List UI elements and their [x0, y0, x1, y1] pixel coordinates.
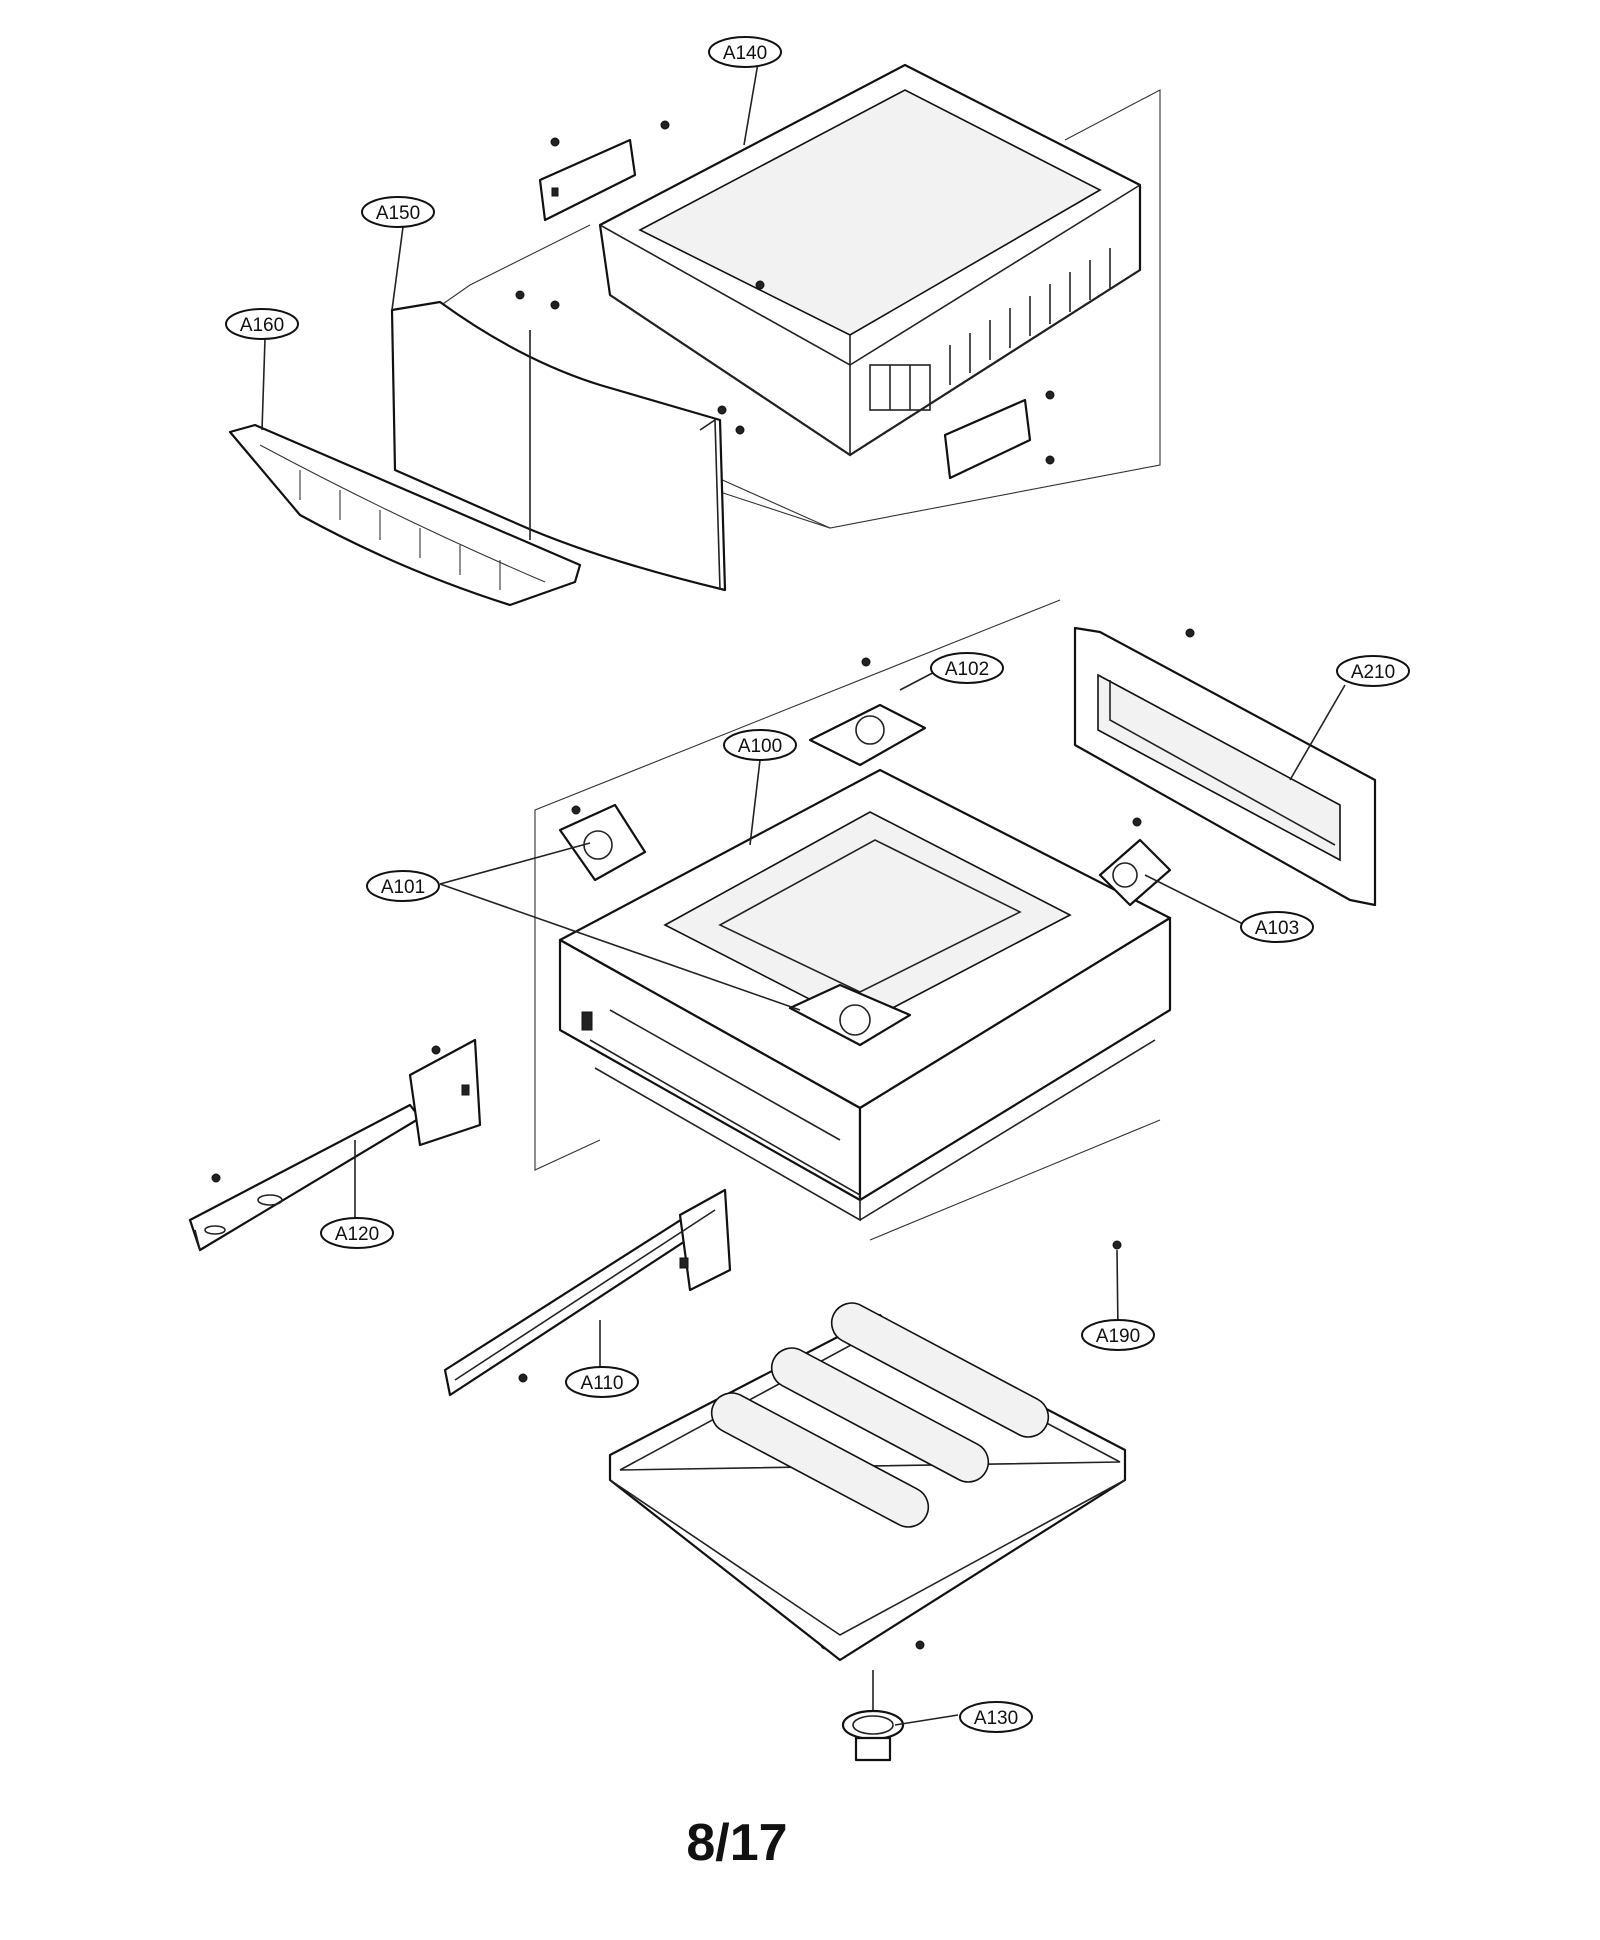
callout-a160: A160: [225, 308, 299, 340]
bracket-a101-center: [788, 983, 912, 1047]
callout-a140: A140: [708, 36, 782, 68]
callout-a210-label: A210: [1351, 662, 1395, 683]
callout-a190: A190: [1081, 1319, 1155, 1351]
drawer-bin-a140: [598, 63, 1142, 457]
callout-a120: A120: [320, 1217, 394, 1249]
leader-lines: [261, 62, 1346, 1726]
callout-a101: A101: [366, 870, 440, 902]
callout-a210: A210: [1336, 655, 1410, 687]
callout-a100-label: A100: [738, 736, 782, 757]
bin-bracket-left: [538, 138, 637, 222]
callout-a110: A110: [565, 1366, 639, 1398]
callout-a102: A102: [930, 652, 1004, 684]
slide-rail-a120: [188, 1038, 482, 1252]
bin-bracket-right: [943, 398, 1032, 480]
callout-a100: A100: [723, 729, 797, 761]
bracket-a102: [808, 703, 927, 767]
callout-a190-label: A190: [1096, 1326, 1140, 1347]
callout-a102-label: A102: [945, 659, 989, 680]
callout-a120-label: A120: [335, 1224, 379, 1245]
bin-vent-slots: [869, 248, 1111, 411]
screws: [211, 120, 1195, 1650]
callout-a140-label: A140: [723, 43, 767, 64]
callout-a130-label: A130: [974, 1708, 1018, 1729]
bracket-a101-left: [558, 803, 647, 882]
slide-rail-a110: [443, 1188, 732, 1397]
housing-a100: [558, 768, 1172, 1222]
callout-a130: A130: [959, 1701, 1033, 1733]
page-number: 8/17: [686, 1814, 787, 1872]
assembly-guide-lines: [439, 89, 1161, 1241]
bracket-a103: [1098, 838, 1172, 907]
callout-a150-label: A150: [376, 203, 420, 224]
door-panel-a150: [390, 300, 727, 592]
callout-a103: A103: [1240, 911, 1314, 943]
callout-a110-label: A110: [581, 1373, 624, 1394]
callout-a160-label: A160: [240, 315, 284, 336]
front-panel-a210: [1073, 626, 1377, 907]
door-trim-a160: [228, 423, 582, 607]
callout-a150: A150: [361, 196, 435, 228]
callout-a101-label: A101: [381, 877, 425, 898]
callout-a103-label: A103: [1255, 918, 1299, 939]
bottom-tray: [608, 1302, 1127, 1662]
leveling-foot-a130: [841, 1670, 905, 1762]
